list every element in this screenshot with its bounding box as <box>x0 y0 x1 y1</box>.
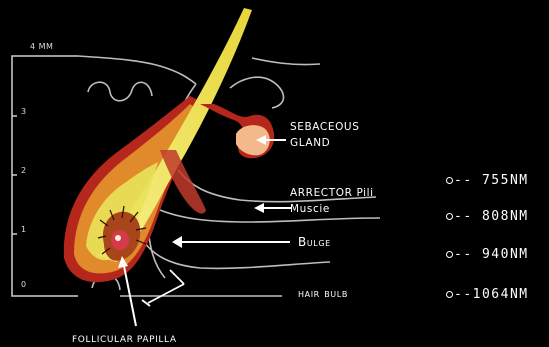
bulge-label: Bulge <box>298 236 331 248</box>
wavelength-marker-icon <box>446 251 453 258</box>
wavelength-row: -- 755NM <box>446 173 529 188</box>
scale-tick-2: 2 <box>21 167 27 175</box>
wavelength-row: -- 808NM <box>446 209 529 224</box>
scale-tick-3: 3 <box>21 108 27 116</box>
hair-bulb-bracket <box>148 284 184 303</box>
wavelength-row: -- 940NM <box>446 247 529 262</box>
sebaceous-label-line1: SEBACEOUS <box>290 122 359 133</box>
arrector-label-line1: ARRECTOR Pili <box>290 188 374 199</box>
scale-tick-1: 1 <box>21 226 27 234</box>
wavelength-prefix: -- <box>454 173 482 188</box>
follicular-papilla-label: FOLLICULAR PAPILLA <box>72 336 177 345</box>
wavelength-marker-icon <box>446 291 453 298</box>
scale-tick-0: 0 <box>21 281 27 289</box>
wavelength-marker-icon <box>446 213 453 220</box>
bulge-arrow <box>172 236 290 248</box>
hair-bulb-bracket-end <box>170 270 184 284</box>
arrector-label-line2: Muscie <box>290 204 330 215</box>
scale-unit-label: 4 MM <box>30 43 53 51</box>
arrector-arrow <box>254 203 292 213</box>
wavelength-value: 1064NM <box>473 287 529 302</box>
wavelength-prefix: -- <box>454 247 482 262</box>
wavelength-marker-icon <box>446 177 453 184</box>
sebaceous-label-line2: GLAND <box>290 138 330 149</box>
wavelength-row: -- 1064NM <box>446 287 529 302</box>
wavelength-prefix: -- <box>454 209 482 224</box>
wavelength-value: 940NM <box>482 247 529 262</box>
sebaceous-gland <box>200 104 274 158</box>
wavelength-prefix: -- <box>454 287 473 302</box>
wavelength-value: 755NM <box>482 173 529 188</box>
wavelength-value: 808NM <box>482 209 529 224</box>
hair-bulb-label: hair bulb <box>298 287 348 299</box>
